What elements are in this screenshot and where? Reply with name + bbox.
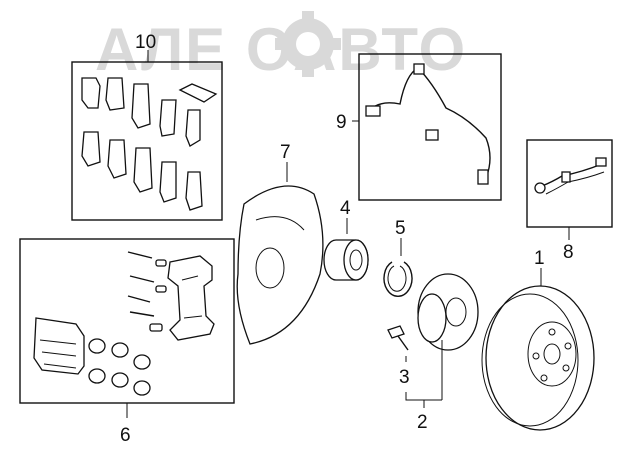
pad-8	[133, 147, 153, 193]
pad-4	[159, 99, 177, 137]
pad-2	[105, 77, 125, 111]
sensor-clip	[413, 63, 425, 75]
brake-pads-group	[81, 77, 218, 211]
callout-9: 9	[336, 112, 347, 133]
box-frame-9	[358, 53, 502, 201]
pad-1	[81, 77, 101, 109]
box-frame-10	[71, 61, 223, 221]
piston-seals	[88, 338, 151, 396]
watermark: АЛЕ ОАВТО	[95, 11, 465, 83]
pad-9	[159, 161, 177, 203]
abs-sensor-box: 9	[336, 53, 502, 201]
callout-8: 8	[563, 242, 574, 263]
watermark-gear-logo	[275, 11, 341, 77]
pad-7	[107, 139, 127, 179]
pad-shim	[178, 83, 218, 103]
pad-6	[81, 131, 101, 167]
pad-5	[185, 109, 201, 147]
callout-10: 10	[135, 32, 156, 53]
sensor-head	[477, 169, 489, 185]
guide-pins	[127, 251, 167, 332]
caliper-box: 6	[19, 238, 235, 446]
pad-10	[185, 171, 203, 211]
sensor-bracket	[425, 129, 439, 141]
caliper-body	[33, 317, 85, 375]
wheel-bearing: 4	[323, 198, 369, 281]
hub-bolt: 3	[387, 325, 410, 388]
snap-ring: 5	[383, 218, 413, 297]
callout-5: 5	[395, 218, 406, 239]
callout-3: 3	[399, 367, 410, 388]
callout-4: 4	[340, 198, 351, 219]
callout-2: 2	[417, 412, 428, 433]
sensor-connector	[365, 105, 381, 117]
brake-hose-box: 8	[526, 139, 613, 263]
wheel-hub: 2	[405, 273, 479, 433]
splash-shield: 7	[236, 142, 324, 345]
caliper-bracket	[167, 255, 215, 341]
callout-6: 6	[120, 425, 131, 446]
callout-1: 1	[534, 248, 545, 269]
pad-3	[131, 83, 151, 129]
brake-pad-set-box: 10	[71, 32, 223, 221]
callout-7: 7	[280, 142, 291, 163]
brake-rotor: 1	[481, 248, 595, 431]
